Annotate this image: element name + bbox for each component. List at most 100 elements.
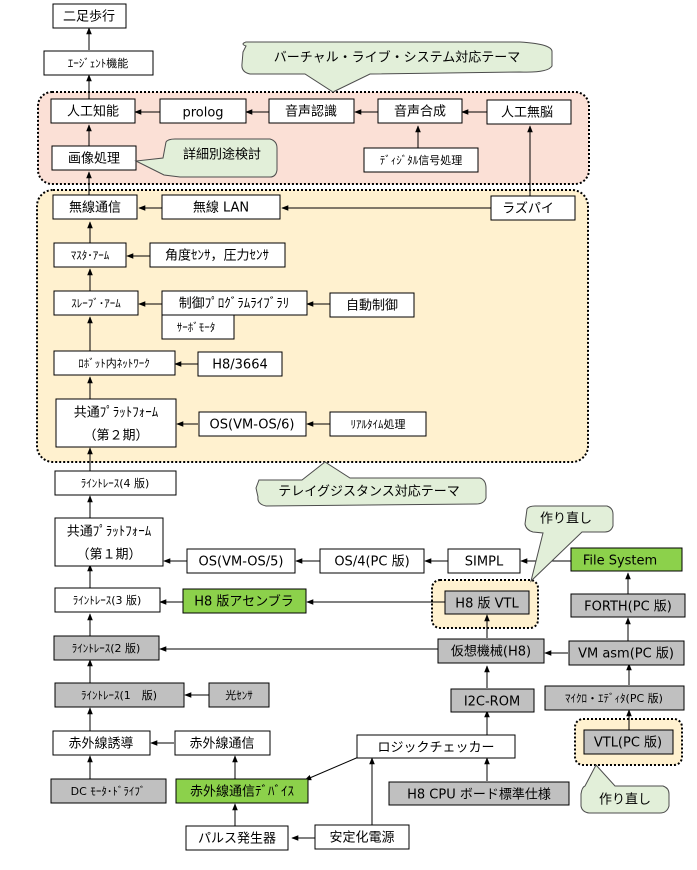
node-slave-arm[interactable]: ｽﾚｰﾌﾞ･ｱｰﾑ <box>53 290 139 316</box>
node-vtl-pc[interactable]: VTL(PC 版) <box>583 729 674 755</box>
node-platform-2[interactable]: 共通ﾌﾟﾗｯﾄﾌｫｰﾑ （第２期） <box>55 398 177 448</box>
node-angle-sensor[interactable]: 角度ｾﾝｻ，圧力ｾﾝｻ <box>149 242 286 268</box>
node-auto-ctrl[interactable]: 自動制御 <box>329 292 415 318</box>
node-dsp[interactable]: ﾃﾞｨｼﾞﾀﾙ信号処理 <box>363 147 479 173</box>
node-wireless-lan[interactable]: 無線 LAN <box>161 194 281 220</box>
node-label-line2: （第２期） <box>83 429 148 444</box>
node-label: ﾏｲｸﾛ・ｴﾃﾞｨﾀ(PC 版) <box>565 691 663 705</box>
node-label: prolog <box>182 106 223 121</box>
node-label: ﾗｲﾝﾄﾚｰｽ(4 版) <box>81 476 150 490</box>
node-h8-cpu-board[interactable]: H8 CPU ボード標準仕様 <box>388 781 570 806</box>
node-ir-guide[interactable]: 赤外線誘導 <box>52 730 151 756</box>
callout-text: 詳細別途検討 <box>183 147 261 163</box>
callout-rebuild-bottom: 作り直し <box>580 764 670 814</box>
node-label: 音声認識 <box>285 104 337 120</box>
node-i2c-rom[interactable]: I2C-ROM <box>450 688 535 713</box>
node-label: 無線 LAN <box>193 200 249 216</box>
node-label: 赤外線誘導 <box>68 736 133 752</box>
node-label: 自動制御 <box>346 299 398 314</box>
node-h8-assembler[interactable]: H8 版アセンブラ <box>182 588 307 614</box>
node-vmos5[interactable]: OS(VM-OS/5) <box>186 548 296 574</box>
node-vm-h8[interactable]: 仮想機械(H8) <box>437 638 545 664</box>
node-linetrace-3[interactable]: ﾗｲﾝﾄﾚｰｽ(3 版) <box>54 587 161 613</box>
node-label: OS/4(PC 版) <box>334 555 409 570</box>
node-label: 音声合成 <box>394 104 446 120</box>
node-biped[interactable]: 二足歩行 <box>52 3 127 29</box>
node-speech-synth[interactable]: 音声合成 <box>377 98 463 124</box>
node-servo[interactable]: ｻｰﾎﾞﾓｰﾀ <box>161 314 235 340</box>
node-label: ﾗｲﾝﾄﾚｰｽ(1 版) <box>81 688 157 702</box>
node-prolog[interactable]: prolog <box>159 98 247 124</box>
node-label: I2C-ROM <box>464 695 520 710</box>
node-label-line1: 共通ﾌﾟﾗｯﾄﾌｫｰﾑ <box>74 406 159 421</box>
node-ir-device[interactable]: 赤外線通信ﾃﾞﾊﾞｲｽ <box>175 778 309 804</box>
callout-rebuild-top: 作り直し <box>524 505 614 583</box>
node-label: 無線通信 <box>69 200 121 216</box>
callout-text: バーチャル・ライブ・システム対応テーマ <box>274 50 520 66</box>
node-label: DC ﾓｰﾀ･ﾄﾞﾗｲﾌﾞ <box>71 785 146 798</box>
node-label: 安定化電源 <box>329 831 394 846</box>
node-label: ﾛﾎﾞｯﾄ内ﾈｯﾄﾜｰｸ <box>78 356 150 370</box>
node-label: 光ｾﾝｻ <box>225 688 253 702</box>
node-image-proc[interactable]: 画像処理 <box>51 145 137 171</box>
node-robot-net[interactable]: ﾛﾎﾞｯﾄ内ﾈｯﾄﾜｰｸ <box>53 350 176 376</box>
node-h8-vtl[interactable]: H8 版 VTL <box>444 590 530 615</box>
node-label: VTL(PC 版) <box>594 736 662 751</box>
node-platform-1[interactable]: 共通ﾌﾟﾗｯﾄﾌｫｰﾑ （第１期） <box>54 517 164 567</box>
node-label: H8 版アセンブラ <box>194 594 294 610</box>
node-forth[interactable]: FORTH(PC 版) <box>570 593 686 618</box>
node-simpl[interactable]: SIMPL <box>447 548 521 574</box>
node-label: ｻｰﾎﾞﾓｰﾀ <box>177 321 216 334</box>
node-label: SIMPL <box>465 555 504 570</box>
node-logic-checker[interactable]: ロジックチェッカー <box>356 734 516 759</box>
node-label: H8/3664 <box>212 358 268 373</box>
node-master-arm[interactable]: ﾏｽﾀ･ｱｰﾑ <box>53 242 127 268</box>
node-dc-motor[interactable]: DC ﾓｰﾀ･ﾄﾞﾗｲﾌﾞ <box>50 778 167 804</box>
node-label: 赤外線通信ﾃﾞﾊﾞｲｽ <box>190 784 295 800</box>
node-h8-3664[interactable]: H8/3664 <box>197 351 283 377</box>
node-artificial-brainless[interactable]: 人工無脳 <box>486 99 572 125</box>
node-label: H8 版 VTL <box>455 597 519 612</box>
node-linetrace-4[interactable]: ﾗｲﾝﾄﾚｰｽ(4 版) <box>54 470 177 496</box>
node-linetrace-1[interactable]: ﾗｲﾝﾄﾚｰｽ(1 版) <box>54 682 185 708</box>
node-label: ﾏｽﾀ･ｱｰﾑ <box>71 249 110 262</box>
node-label: 赤外線通信 <box>189 736 254 752</box>
callout-text: 作り直し <box>599 793 651 808</box>
node-label: ﾘｱﾙﾀｲﾑ処理 <box>351 418 406 431</box>
callout-virtual-live: バーチャル・ライブ・システム対応テーマ <box>241 41 553 93</box>
node-os4[interactable]: OS/4(PC 版) <box>319 548 425 574</box>
node-label: 二足歩行 <box>63 10 115 25</box>
node-label: ラズパイ <box>502 201 554 217</box>
node-label: 仮想機械(H8) <box>451 644 531 660</box>
node-label: 人工知能 <box>67 104 119 120</box>
node-label: H8 CPU ボード標準仕様 <box>407 787 551 803</box>
node-pulse-gen[interactable]: パルス発生器 <box>185 825 289 851</box>
node-speech-recog[interactable]: 音声認識 <box>268 98 355 124</box>
node-label: 制御ﾌﾟﾛｸﾞﾗﾑﾗｲﾌﾞﾗﾘ <box>179 297 290 312</box>
node-label: VM asm(PC 版) <box>578 647 674 662</box>
node-file-system[interactable]: File System <box>570 547 683 572</box>
node-linetrace-2[interactable]: ﾗｲﾝﾄﾚｰｽ(2 版) <box>53 635 160 661</box>
node-label: ﾗｲﾝﾄﾚｰｽ(3 版) <box>73 593 142 607</box>
node-raspi[interactable]: ラズパイ <box>490 195 576 221</box>
node-label: パルス発生器 <box>198 832 276 847</box>
node-micro-editor[interactable]: ﾏｲｸﾛ・ｴﾃﾞｨﾀ(PC 版) <box>544 685 685 711</box>
node-light-sensor[interactable]: 光ｾﾝｻ <box>208 682 270 708</box>
node-ctrl-lib[interactable]: 制御ﾌﾟﾛｸﾞﾗﾑﾗｲﾌﾞﾗﾘ <box>161 290 308 316</box>
node-vmos6[interactable]: OS(VM-OS/6) <box>198 411 307 437</box>
callout-text: 作り直し <box>540 512 592 527</box>
node-ir-comm[interactable]: 赤外線通信 <box>174 730 271 756</box>
node-ai[interactable]: 人工知能 <box>50 98 136 124</box>
node-label: ロジックチェッカー <box>377 741 494 756</box>
node-agent[interactable]: ｴｰｼﾞｪﾝﾄ機能 <box>43 50 154 76</box>
node-label: FORTH(PC 版) <box>584 600 672 615</box>
node-label: 画像処理 <box>68 152 120 167</box>
node-label-line2: （第１期） <box>76 548 141 563</box>
node-realtime[interactable]: ﾘｱﾙﾀｲﾑ処理 <box>329 411 427 437</box>
node-vm-asm[interactable]: VM asm(PC 版) <box>568 640 685 666</box>
node-label: 人工無脳 <box>501 106 553 121</box>
node-power-supply[interactable]: 安定化電源 <box>314 824 410 850</box>
node-label: ﾗｲﾝﾄﾚｰｽ(2 版) <box>72 641 141 655</box>
node-wireless-comm[interactable]: 無線通信 <box>52 194 138 220</box>
